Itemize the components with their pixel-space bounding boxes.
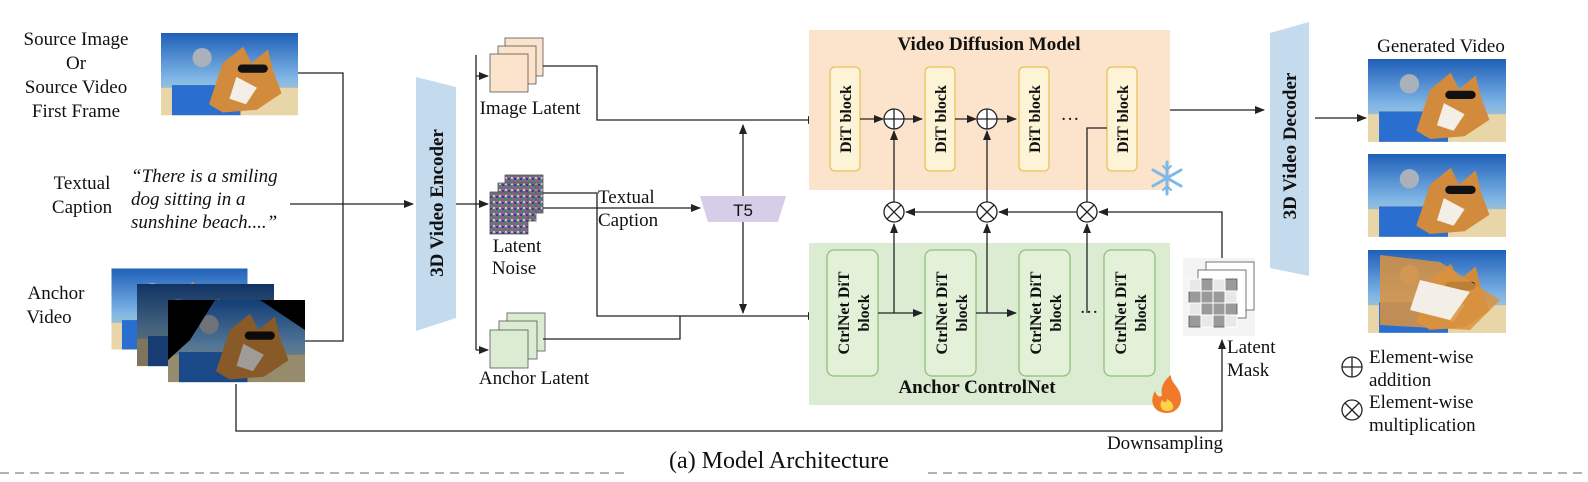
latent-mask-label-1: Latent	[1227, 337, 1276, 358]
caption-input-label: Textual Caption	[52, 173, 113, 218]
caption-quote-line-2: dog sitting in a	[131, 189, 246, 210]
ctrlnet-block-2-line-1: CtrlNet DiT	[934, 271, 951, 354]
latent-noise-label-1: Latent	[493, 236, 542, 257]
dit-block-3-label: DiT block	[1027, 85, 1044, 153]
generated-frame-1	[1368, 59, 1506, 142]
dit-block-1: DiT block	[829, 66, 861, 172]
latent-mask-stack	[1183, 258, 1255, 336]
ctrlnet-block-3-line-1: CtrlNet DiT	[1028, 271, 1045, 354]
multiply-op-icon	[976, 201, 998, 223]
anchor-controlnet: Anchor ControlNet CtrlNet DiT block Ctrl…	[809, 223, 1181, 413]
dit-block-4: DiT block	[1106, 66, 1138, 172]
dit-block-2: DiT block	[924, 66, 956, 172]
multiply-op-icon	[883, 201, 905, 223]
latent-noise-stack	[489, 174, 544, 235]
figure-caption: (a) Model Architecture	[669, 448, 889, 474]
dit-block-3: DiT block	[1018, 66, 1050, 172]
multiplication-legend-icon	[1341, 399, 1363, 421]
anchor-latent-stack	[489, 312, 546, 369]
generated-video-title: Generated Video	[1377, 36, 1505, 57]
source-label-line-2: Or	[66, 53, 87, 74]
controlnet-ellipsis: ···	[1080, 302, 1099, 323]
legend-addition-line-2: addition	[1369, 370, 1432, 391]
anchor-video-stack	[110, 267, 305, 383]
generated-frame-3	[1368, 250, 1506, 333]
textual-caption-label-2: Caption	[598, 210, 659, 231]
ctrlnet-block-1-line-2: block	[856, 294, 873, 331]
anchor-label: Anchor Video	[26, 283, 85, 328]
legend-multiplication-line-1: Element-wise	[1369, 392, 1473, 413]
latent-noise-label-2: Noise	[492, 258, 536, 279]
add-op-icon	[976, 108, 998, 130]
source-label: Source Image Or Source Video First Frame	[24, 29, 129, 122]
ctrlnet-block-3: CtrlNet DiT block	[1018, 249, 1071, 377]
caption-input-line-2: Caption	[52, 197, 113, 218]
video-decoder: 3D Video Decoder	[1270, 22, 1309, 276]
video-encoder: 3D Video Encoder	[416, 77, 456, 331]
legend-addition-line-1: Element-wise	[1369, 347, 1473, 368]
video-diffusion-model: Video Diffusion Model DiT block DiT bloc…	[809, 30, 1183, 196]
source-label-line-3: Source Video	[25, 77, 127, 98]
t5-encoder: T5	[700, 196, 786, 222]
source-image	[161, 33, 298, 116]
caption-quote-line-1: “There is a smiling	[131, 166, 278, 187]
anchor-label-line-1: Anchor	[28, 283, 86, 304]
source-label-line-1: Source Image	[24, 29, 129, 50]
addition-legend-icon	[1341, 356, 1363, 378]
image-latent-label: Image Latent	[480, 98, 581, 119]
caption-input-line-1: Textual	[54, 173, 111, 194]
ctrlnet-block-1: CtrlNet DiT block	[826, 249, 879, 377]
caption-quote: “There is a smiling dog sitting in a sun…	[131, 166, 278, 233]
encoder-label: 3D Video Encoder	[427, 129, 448, 277]
source-label-line-4: First Frame	[32, 101, 120, 122]
dit-block-1-label: DiT block	[838, 85, 855, 153]
anchor-latent-label: Anchor Latent	[479, 368, 590, 389]
dit-block-2-label: DiT block	[933, 85, 950, 153]
t5-label: T5	[733, 201, 753, 220]
ctrlnet-block-4-line-1: CtrlNet DiT	[1113, 271, 1130, 354]
fire-icon	[1152, 375, 1181, 413]
dit-block-4-label: DiT block	[1115, 85, 1132, 153]
legend-multiplication-line-2: multiplication	[1369, 415, 1476, 436]
ctrlnet-block-3-line-2: block	[1048, 294, 1065, 331]
ctrlnet-block-1-line-1: CtrlNet DiT	[836, 271, 853, 354]
add-op-icon	[883, 108, 905, 130]
decoder-label: 3D Video Decoder	[1280, 72, 1301, 219]
multiply-op-icon	[1076, 201, 1098, 223]
generated-frame-2	[1368, 154, 1506, 237]
downsampling-label: Downsampling	[1107, 433, 1224, 454]
latent-mask-label-2: Mask	[1227, 360, 1270, 381]
image-latent-stack	[489, 37, 544, 93]
ctrlnet-block-2-line-2: block	[954, 294, 971, 331]
textual-caption-label-1: Textual	[598, 187, 655, 208]
anchor-label-line-2: Video	[26, 307, 71, 328]
ctrlnet-block-2: CtrlNet DiT block	[924, 249, 977, 377]
caption-quote-line-3: sunshine beach....”	[131, 212, 277, 233]
ctrlnet-block-4-line-2: block	[1133, 294, 1150, 331]
diffusion-ellipsis: ···	[1061, 109, 1080, 130]
snowflake-icon	[1151, 160, 1183, 196]
diffusion-title: Video Diffusion Model	[898, 34, 1081, 55]
ctrlnet-block-4: CtrlNet DiT block	[1103, 249, 1156, 377]
legend: Element-wise addition Element-wise multi…	[1341, 347, 1476, 436]
controlnet-title: Anchor ControlNet	[898, 377, 1056, 398]
